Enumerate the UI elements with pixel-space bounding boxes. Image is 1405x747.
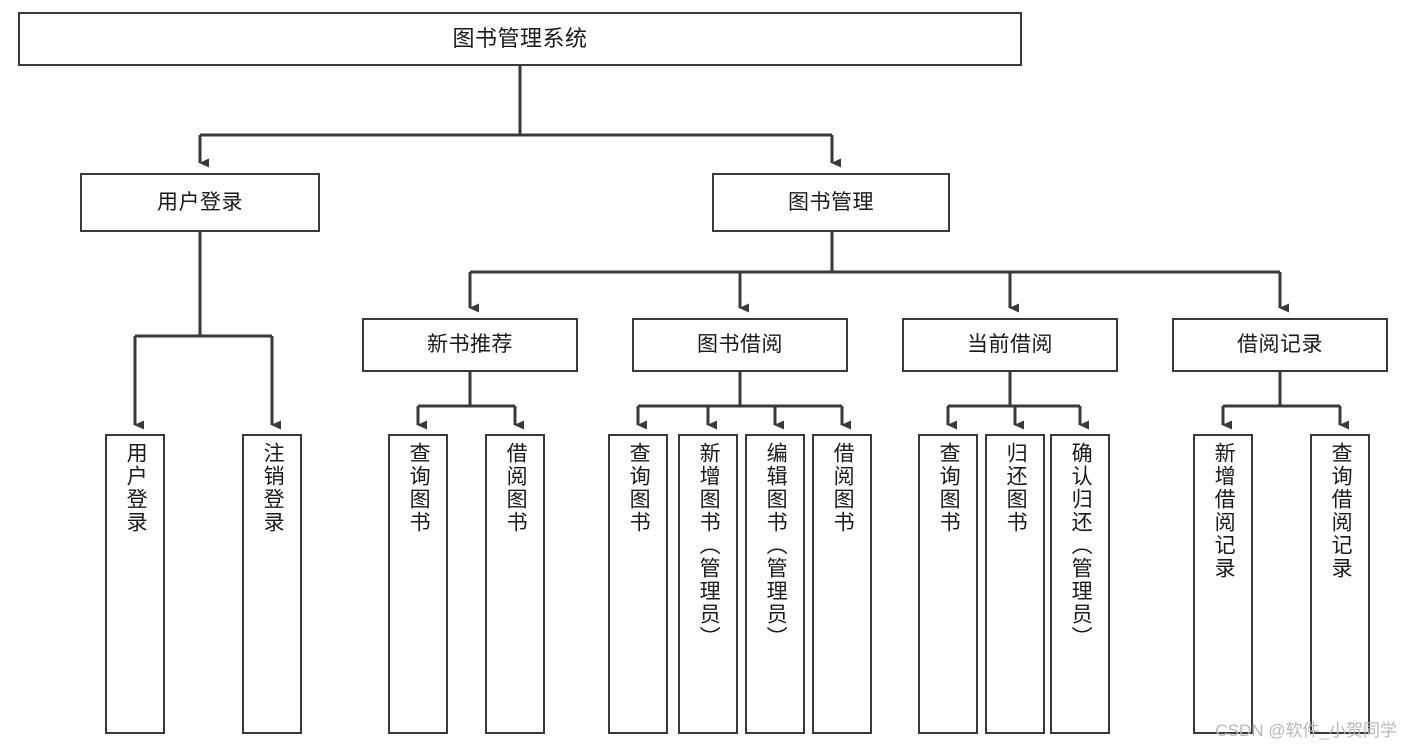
node-root-label: 图书管理系统 [452,25,588,51]
leaf-edit-book-admin-label: 编辑图书（管理员） [764,442,788,649]
node-user-login-label: 用户登录 [157,190,243,214]
node-book-borrowing[interactable]: 图书借阅 [632,318,848,372]
node-borrow-records-label: 借阅记录 [1237,333,1323,357]
node-book-management-label: 图书管理 [788,190,874,214]
leaf-add-book-admin-label: 新增图书（管理员） [697,442,721,649]
leaf-query-books-recommend[interactable]: 查询图书 [388,434,448,734]
leaf-borrow-books[interactable]: 借阅图书 [812,434,872,734]
node-root[interactable]: 图书管理系统 [18,12,1022,66]
leaf-confirm-return-admin[interactable]: 确认归还（管理员） [1050,434,1110,734]
leaf-borrow-books-label: 借阅图书 [831,442,855,534]
leaf-return-books-label: 归还图书 [1004,442,1028,534]
leaf-logout[interactable]: 注销登录 [242,434,302,734]
node-new-book-recommendation-label: 新书推荐 [427,333,513,357]
node-book-borrowing-label: 图书借阅 [697,333,783,357]
node-borrow-records[interactable]: 借阅记录 [1172,318,1388,372]
leaf-user-login[interactable]: 用户登录 [105,434,165,734]
leaf-query-books-borrow[interactable]: 查询图书 [608,434,668,734]
leaf-borrow-books-recommend[interactable]: 借阅图书 [485,434,545,734]
leaf-query-books-current[interactable]: 查询图书 [918,434,978,734]
leaf-logout-label: 注销登录 [261,442,285,534]
node-new-book-recommendation[interactable]: 新书推荐 [362,318,578,372]
leaf-return-books[interactable]: 归还图书 [985,434,1045,734]
leaf-borrow-books-recommend-label: 借阅图书 [504,442,528,534]
node-current-borrowing-label: 当前借阅 [967,333,1053,357]
leaf-add-book-admin[interactable]: 新增图书（管理员） [678,434,738,734]
node-user-login[interactable]: 用户登录 [80,173,320,232]
leaf-add-borrow-record[interactable]: 新增借阅记录 [1193,434,1253,734]
leaf-add-borrow-record-label: 新增借阅记录 [1212,442,1236,580]
leaf-query-borrow-record-label: 查询借阅记录 [1329,442,1353,580]
leaf-edit-book-admin[interactable]: 编辑图书（管理员） [745,434,805,734]
leaf-confirm-return-admin-label: 确认归还（管理员） [1069,442,1093,649]
leaf-query-books-borrow-label: 查询图书 [627,442,651,534]
leaf-query-borrow-record[interactable]: 查询借阅记录 [1310,434,1370,734]
node-book-management[interactable]: 图书管理 [712,173,950,232]
leaf-query-books-current-label: 查询图书 [937,442,961,534]
node-current-borrowing[interactable]: 当前借阅 [902,318,1118,372]
leaf-query-books-recommend-label: 查询图书 [407,442,431,534]
leaf-user-login-label: 用户登录 [124,442,148,534]
